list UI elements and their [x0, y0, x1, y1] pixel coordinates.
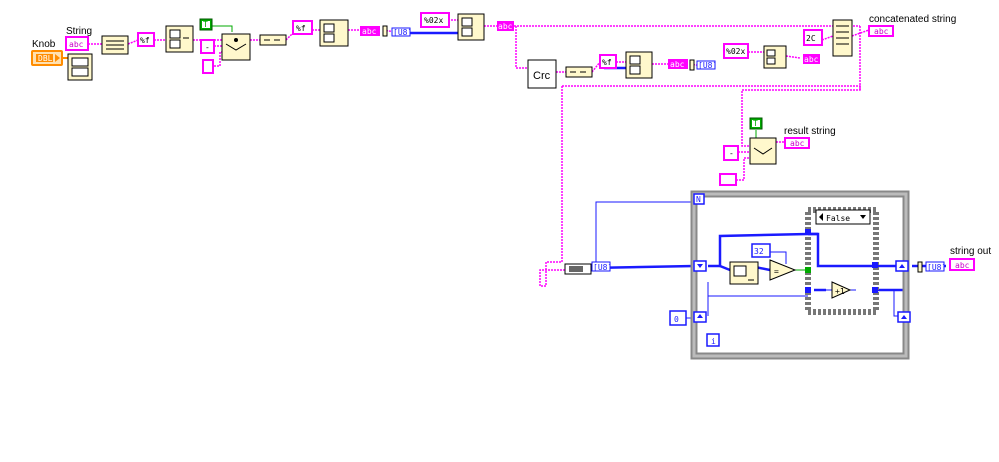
hex-2c-text: 2C	[806, 34, 816, 43]
t-1-text: T	[203, 20, 208, 29]
string-label: String	[66, 26, 92, 37]
string-out-label: string out	[950, 246, 991, 257]
crc-subvi[interactable]: Crc	[527, 59, 557, 89]
byte-array-node-2[interactable]	[565, 66, 593, 78]
format-into-string-node-1[interactable]	[67, 53, 93, 81]
crc-text: Crc	[533, 70, 551, 82]
wires	[88, 19, 946, 319]
format-into-string-node-2[interactable]	[165, 25, 194, 53]
true-constant-2[interactable]: T	[749, 117, 763, 130]
format-into-string-node-5[interactable]	[625, 51, 653, 79]
loop-count-text: N	[696, 195, 701, 204]
equal-symbol: =	[774, 267, 779, 276]
fmt-02x-1-text: %02x	[424, 16, 443, 25]
abc-4-text: abc	[804, 55, 819, 64]
abc-3-text: abc	[670, 60, 685, 69]
string-terminal[interactable]: abc	[65, 36, 89, 51]
abc-terminal-2[interactable]: abc	[497, 21, 514, 31]
format-02x-constant-2[interactable]: %02x	[723, 43, 749, 59]
abc-6-text: abc	[790, 139, 805, 148]
num-32-constant[interactable]: 32	[751, 243, 771, 258]
abc-terminal-4[interactable]: abc	[803, 54, 820, 64]
abc-terminal-1[interactable]: abc	[360, 26, 380, 36]
index-array-node[interactable]	[729, 261, 759, 285]
concatenated-string-indicator[interactable]: abc	[868, 25, 894, 37]
t-2-text: T	[753, 119, 758, 128]
u8-3-text: [U8]	[593, 263, 612, 272]
fmt-f-1-text: %f	[140, 36, 150, 45]
result-string-indicator[interactable]: abc	[784, 137, 810, 149]
concatenated-string-label: concatenated string	[869, 14, 956, 25]
u8-array-wire-terminal[interactable]: [U8]	[591, 261, 612, 272]
concatenate-strings-node-1[interactable]	[101, 35, 129, 55]
result-string-label: result string	[784, 126, 836, 137]
u8-1-text: [U8]	[393, 28, 412, 37]
fmt-f-2-text: %f	[296, 24, 306, 33]
increment-symbol: +1	[835, 287, 845, 296]
hex-2c-constant[interactable]: 2C	[803, 29, 823, 46]
dbl-text: DBL	[38, 54, 53, 63]
format-f-constant-3[interactable]: %f	[599, 54, 617, 69]
u8-converter-1[interactable]: [U8]	[382, 25, 412, 37]
dash-1-text: -	[205, 43, 210, 52]
format-02x-constant-1[interactable]: %02x	[420, 12, 450, 28]
u8-2-text: [U8]	[698, 61, 717, 70]
zero-constant[interactable]: 0	[669, 310, 687, 326]
u8-converter-2[interactable]: [U8]	[689, 59, 717, 71]
num-0-text: 0	[674, 315, 679, 324]
format-f-constant-1[interactable]: %f	[137, 32, 155, 47]
format-into-string-node-3[interactable]	[319, 19, 349, 47]
true-constant-1[interactable]: T	[199, 18, 213, 31]
format-into-string-node-4[interactable]	[457, 13, 485, 41]
equal-node[interactable]: =	[769, 259, 797, 281]
abc-terminal-3[interactable]: abc	[668, 59, 688, 69]
empty-string-constant-2[interactable]	[719, 173, 737, 186]
select-node-2[interactable]	[749, 137, 777, 165]
string-to-byte-array-node-1[interactable]	[259, 34, 287, 46]
empty-string-constant-1[interactable]	[202, 59, 214, 74]
loop-iteration-text: i	[711, 337, 716, 346]
format-into-string-node-6[interactable]	[763, 45, 787, 69]
u8-4-text: [U8]	[927, 263, 946, 272]
fmt-f-3-text: %f	[602, 58, 612, 67]
u8-to-string-node[interactable]: [U8]	[917, 261, 946, 273]
for-loop[interactable]: N i	[690, 190, 911, 360]
format-f-constant-2[interactable]: %f	[292, 20, 313, 35]
dash-constant-2[interactable]: -	[723, 145, 739, 161]
fmt-02x-2-text: %02x	[726, 47, 745, 56]
num-32-text: 32	[754, 247, 764, 256]
case-selector-text: False	[826, 214, 850, 223]
abc-2-text: abc	[498, 22, 513, 31]
abc-5-text: abc	[874, 27, 889, 36]
dash-constant-1[interactable]: -	[200, 39, 215, 54]
knob-label: Knob	[32, 39, 56, 50]
concatenate-strings-node-2[interactable]	[832, 19, 853, 57]
abc-7-text: abc	[955, 261, 970, 270]
string-to-byte-array-node-3[interactable]	[564, 263, 592, 275]
string-out-indicator[interactable]: abc	[949, 258, 975, 271]
case-structure[interactable]: False +1	[805, 207, 879, 315]
abc-text: abc	[69, 40, 84, 49]
select-node-1[interactable]	[221, 33, 251, 61]
dash-2-text: -	[729, 149, 734, 158]
abc-1-text: abc	[362, 27, 377, 36]
knob-terminal[interactable]: DBL	[31, 50, 63, 66]
